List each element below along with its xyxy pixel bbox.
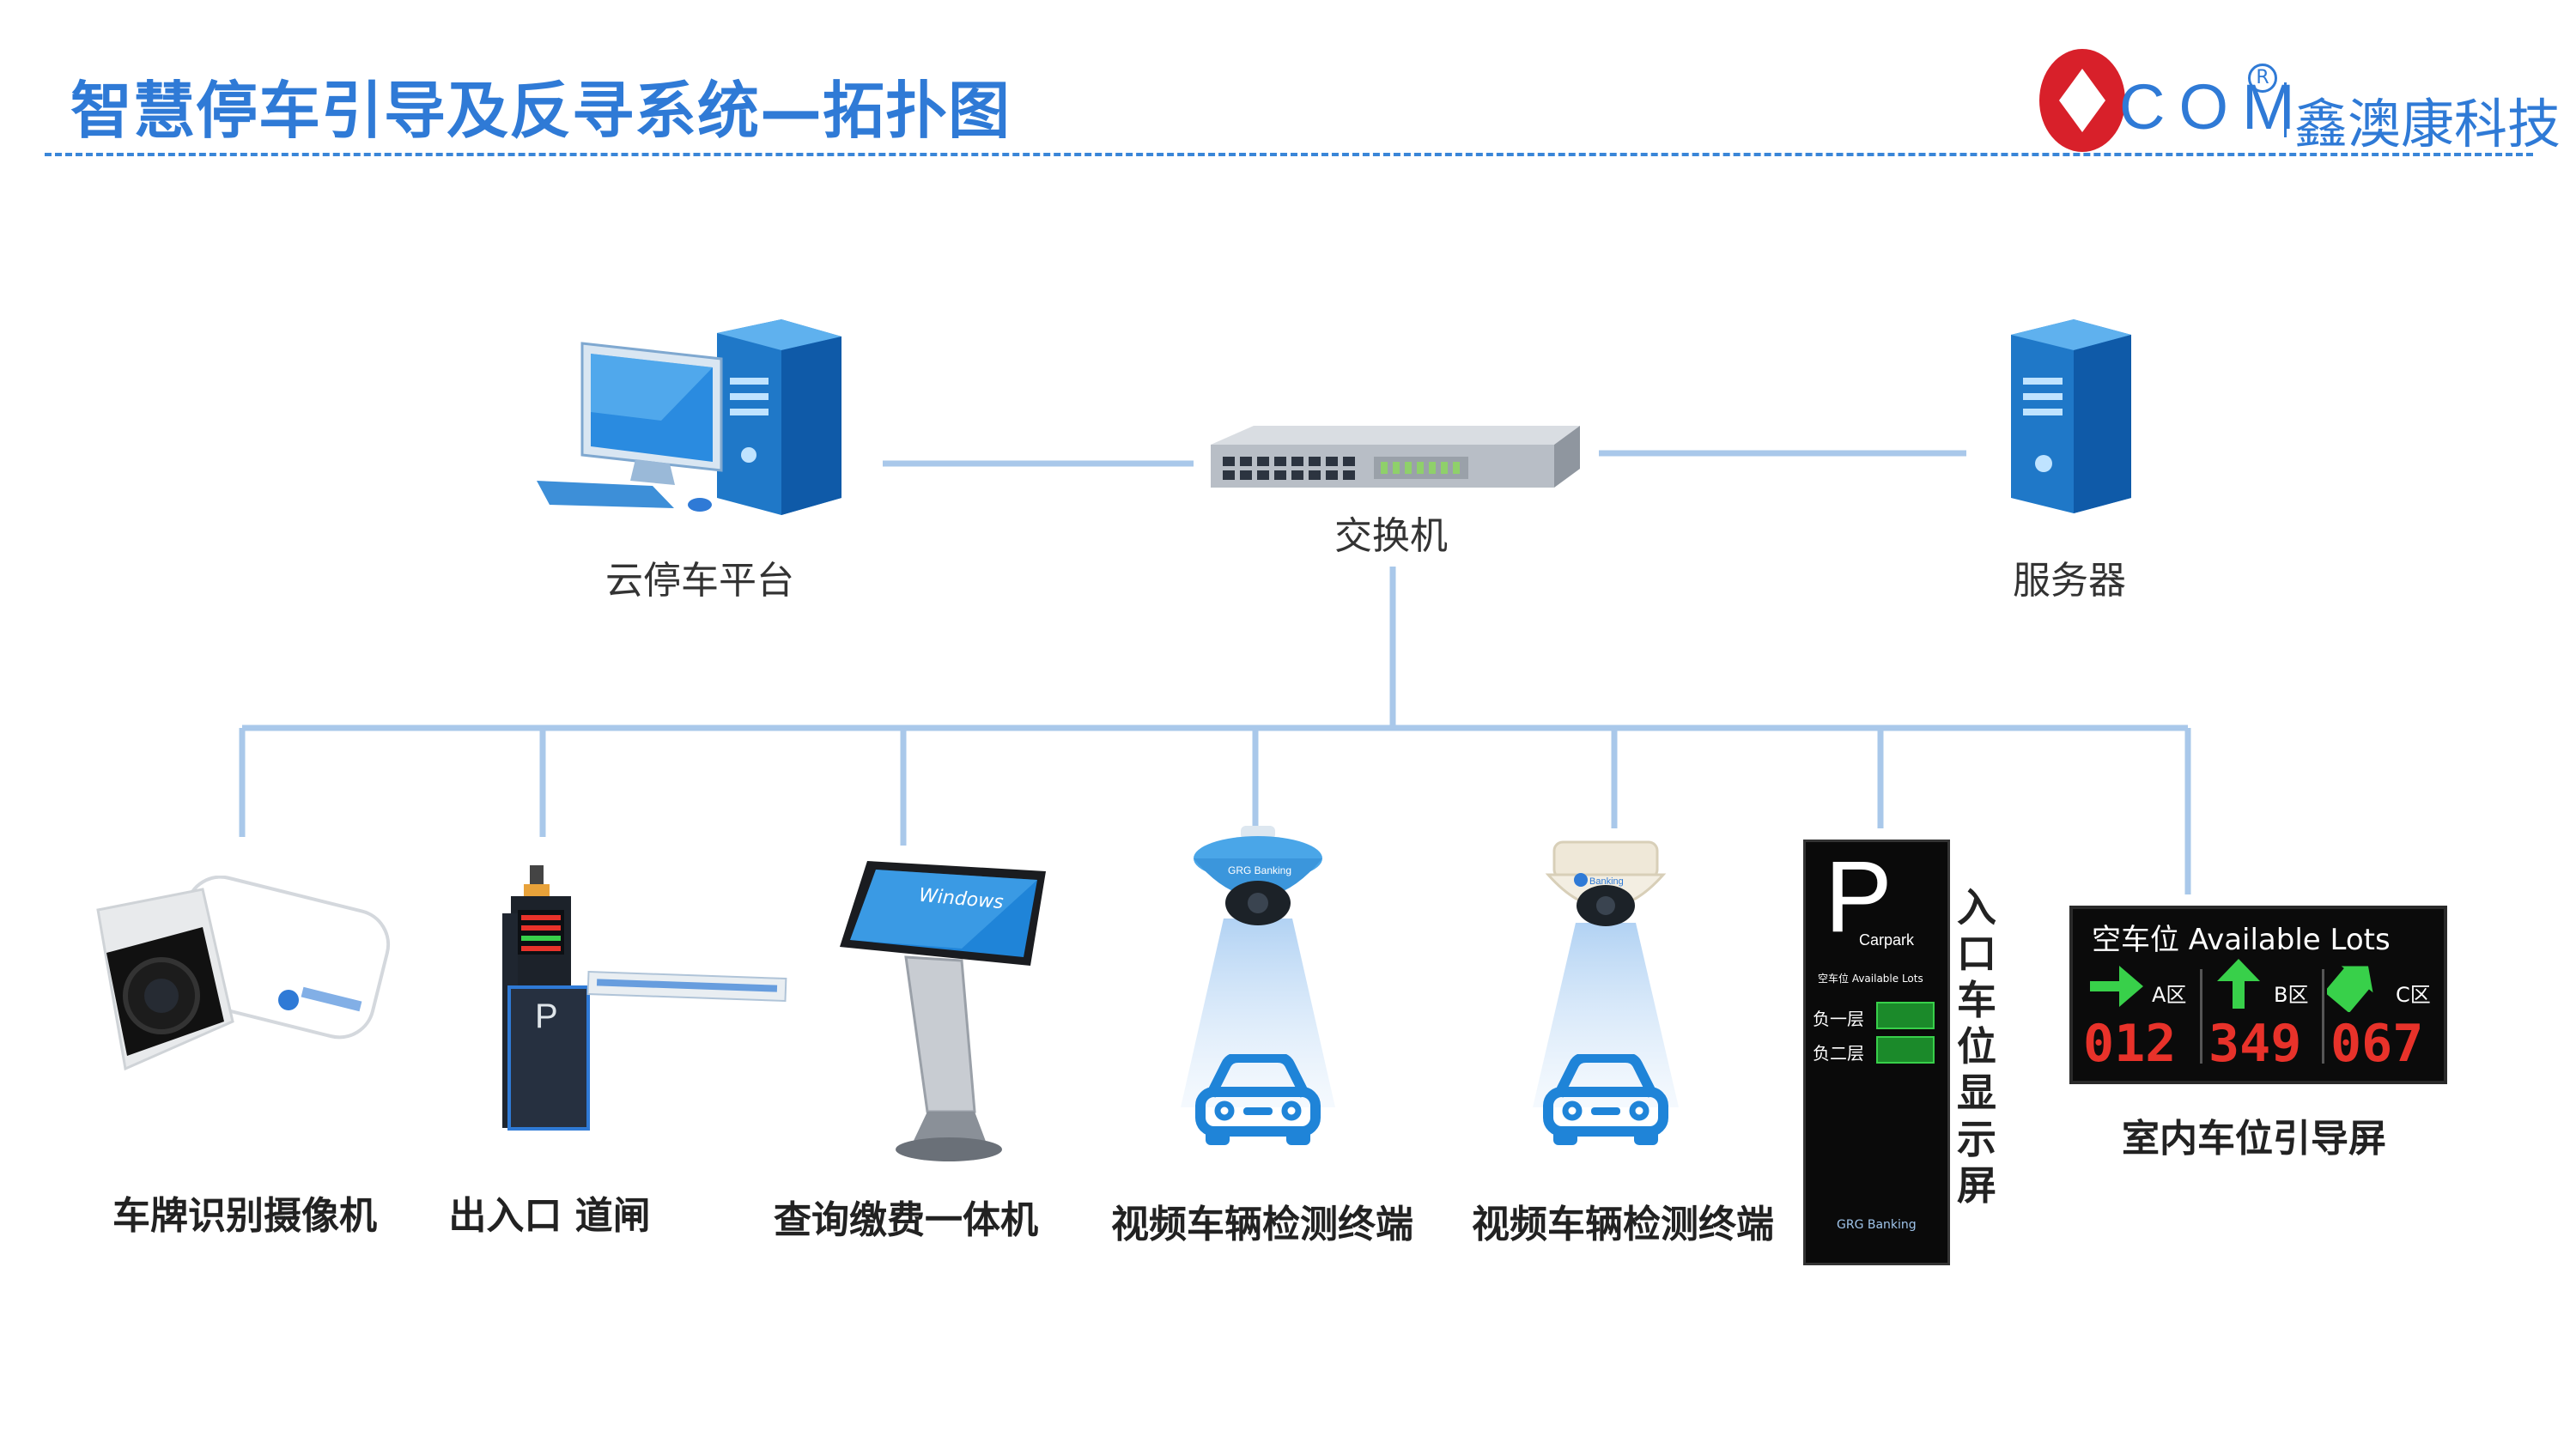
dome-camera-icon: GRG Banking	[1181, 826, 1335, 1107]
server-label: 服务器	[2013, 559, 2126, 603]
logo-company-name: 鑫澳康科技	[2294, 93, 2561, 155]
computer-icon	[537, 319, 841, 515]
sign-level1-label: 负一层	[1813, 1009, 1864, 1029]
indoor-guide-screen-device: 空车位 Available Lots A区 012 B区 349 C区 067	[2069, 906, 2447, 1084]
guide-zone-a: A区 012	[2083, 961, 2198, 1074]
network-switch-icon	[1211, 426, 1580, 488]
video-terminal-2-device: Banking	[1524, 837, 1687, 1185]
car-icon	[1543, 1054, 1668, 1145]
zone-c-label: C区	[2396, 983, 2431, 1007]
sign-level1-led	[1876, 1002, 1935, 1029]
gate-label: 出入口 道闸	[448, 1194, 651, 1238]
right-arrow-icon	[2090, 966, 2143, 1007]
zone-a-count: 012	[2083, 1014, 2177, 1074]
zone-a-label: A区	[2152, 983, 2187, 1007]
entrance-display-device: P Carpark 空车位 Available Lots 负一层 负二层 GRG…	[1803, 840, 1950, 1265]
kiosk-device: Windows	[833, 854, 1056, 1172]
gate-p-letter: P	[535, 997, 558, 1035]
barrier-gate-device: P	[477, 858, 794, 1142]
zone-b-label: B区	[2274, 983, 2309, 1007]
cloud-platform-label: 云停车平台	[605, 559, 794, 603]
sign-header-text: 空车位 Available Lots	[1818, 973, 1923, 985]
kiosk-icon	[840, 861, 1046, 1161]
page-title: 智慧停车引导及反寻系统—拓扑图	[70, 75, 1012, 147]
sign-level2-led	[1876, 1036, 1935, 1064]
sign-carpark-text: Carpark	[1859, 931, 1915, 949]
svg-text:Banking: Banking	[1589, 876, 1624, 887]
video-terminal-2-label: 视频车辆检测终端	[1472, 1203, 1774, 1246]
video-terminal-1-label: 视频车辆检测终端	[1111, 1203, 1413, 1246]
guide-divider-2	[2322, 969, 2324, 1064]
zone-c-count: 067	[2330, 1014, 2424, 1074]
switch-node	[1202, 419, 1589, 513]
guide-zone-b: B区 349	[2205, 959, 2320, 1074]
company-logo	[2035, 41, 2550, 161]
barrier-gate-icon	[502, 865, 787, 1131]
guide-screen-header: 空车位 Available Lots	[2092, 923, 2391, 957]
sign-level2-label: 负二层	[1813, 1043, 1864, 1064]
switch-label: 交换机	[1334, 514, 1448, 558]
lpr-camera-device	[82, 875, 400, 1090]
dome-camera-icon: Banking	[1533, 840, 1679, 1107]
up-right-arrow-icon	[2327, 966, 2373, 1012]
kiosk-label: 查询缴费一体机	[774, 1198, 1038, 1242]
guide-zone-c: C区 067	[2327, 961, 2442, 1074]
indoor-guide-screen-label: 室内车位引导屏	[2122, 1117, 2386, 1161]
bullet-camera-icon	[96, 875, 391, 1071]
sign-brand: GRG Banking	[1837, 1218, 1917, 1232]
sign-p-letter: P	[1825, 840, 1893, 954]
cloud-platform-node	[524, 318, 850, 524]
video-terminal-1-device: GRG Banking	[1176, 824, 1340, 1185]
lpr-camera-label: 车牌识别摄像机	[112, 1194, 377, 1238]
zone-b-count: 349	[2208, 1014, 2302, 1074]
logo-registered-mark: R	[2248, 64, 2277, 93]
svg-text:GRG Banking: GRG Banking	[1228, 864, 1291, 876]
header-divider	[45, 153, 2533, 156]
car-icon	[1195, 1054, 1321, 1145]
logo-separator	[2284, 82, 2287, 137]
guide-divider-1	[2200, 969, 2202, 1064]
up-arrow-icon	[2217, 959, 2260, 1009]
server-node	[2001, 318, 2138, 515]
logo-diamond-icon	[2039, 49, 2125, 152]
entrance-display-label: 入口车位显示屏	[1957, 884, 1996, 1209]
server-icon	[2011, 319, 2131, 513]
